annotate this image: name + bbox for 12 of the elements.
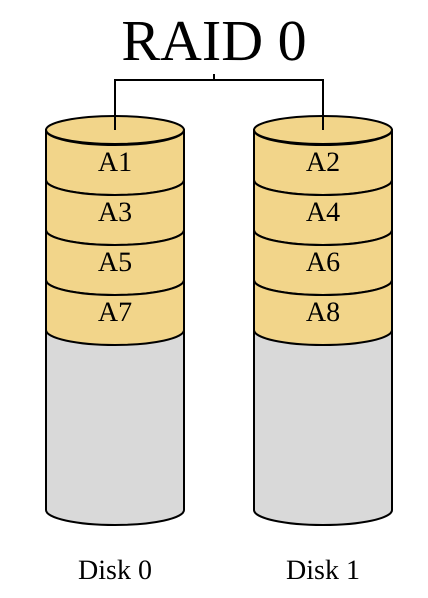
- data-block: A3: [45, 180, 185, 245]
- connector-line: [213, 74, 324, 130]
- data-block: A8: [253, 280, 393, 345]
- data-block: A6: [253, 230, 393, 295]
- disk-label: Disk 1: [285, 555, 361, 587]
- title-text: RAID 0: [104, 8, 324, 74]
- data-block: A1: [45, 130, 185, 195]
- data-block: A4: [253, 180, 393, 245]
- data-block: A7: [45, 280, 185, 345]
- disk-label: Disk 0: [77, 555, 153, 587]
- data-block: A2: [253, 130, 393, 195]
- data-block: A5: [45, 230, 185, 295]
